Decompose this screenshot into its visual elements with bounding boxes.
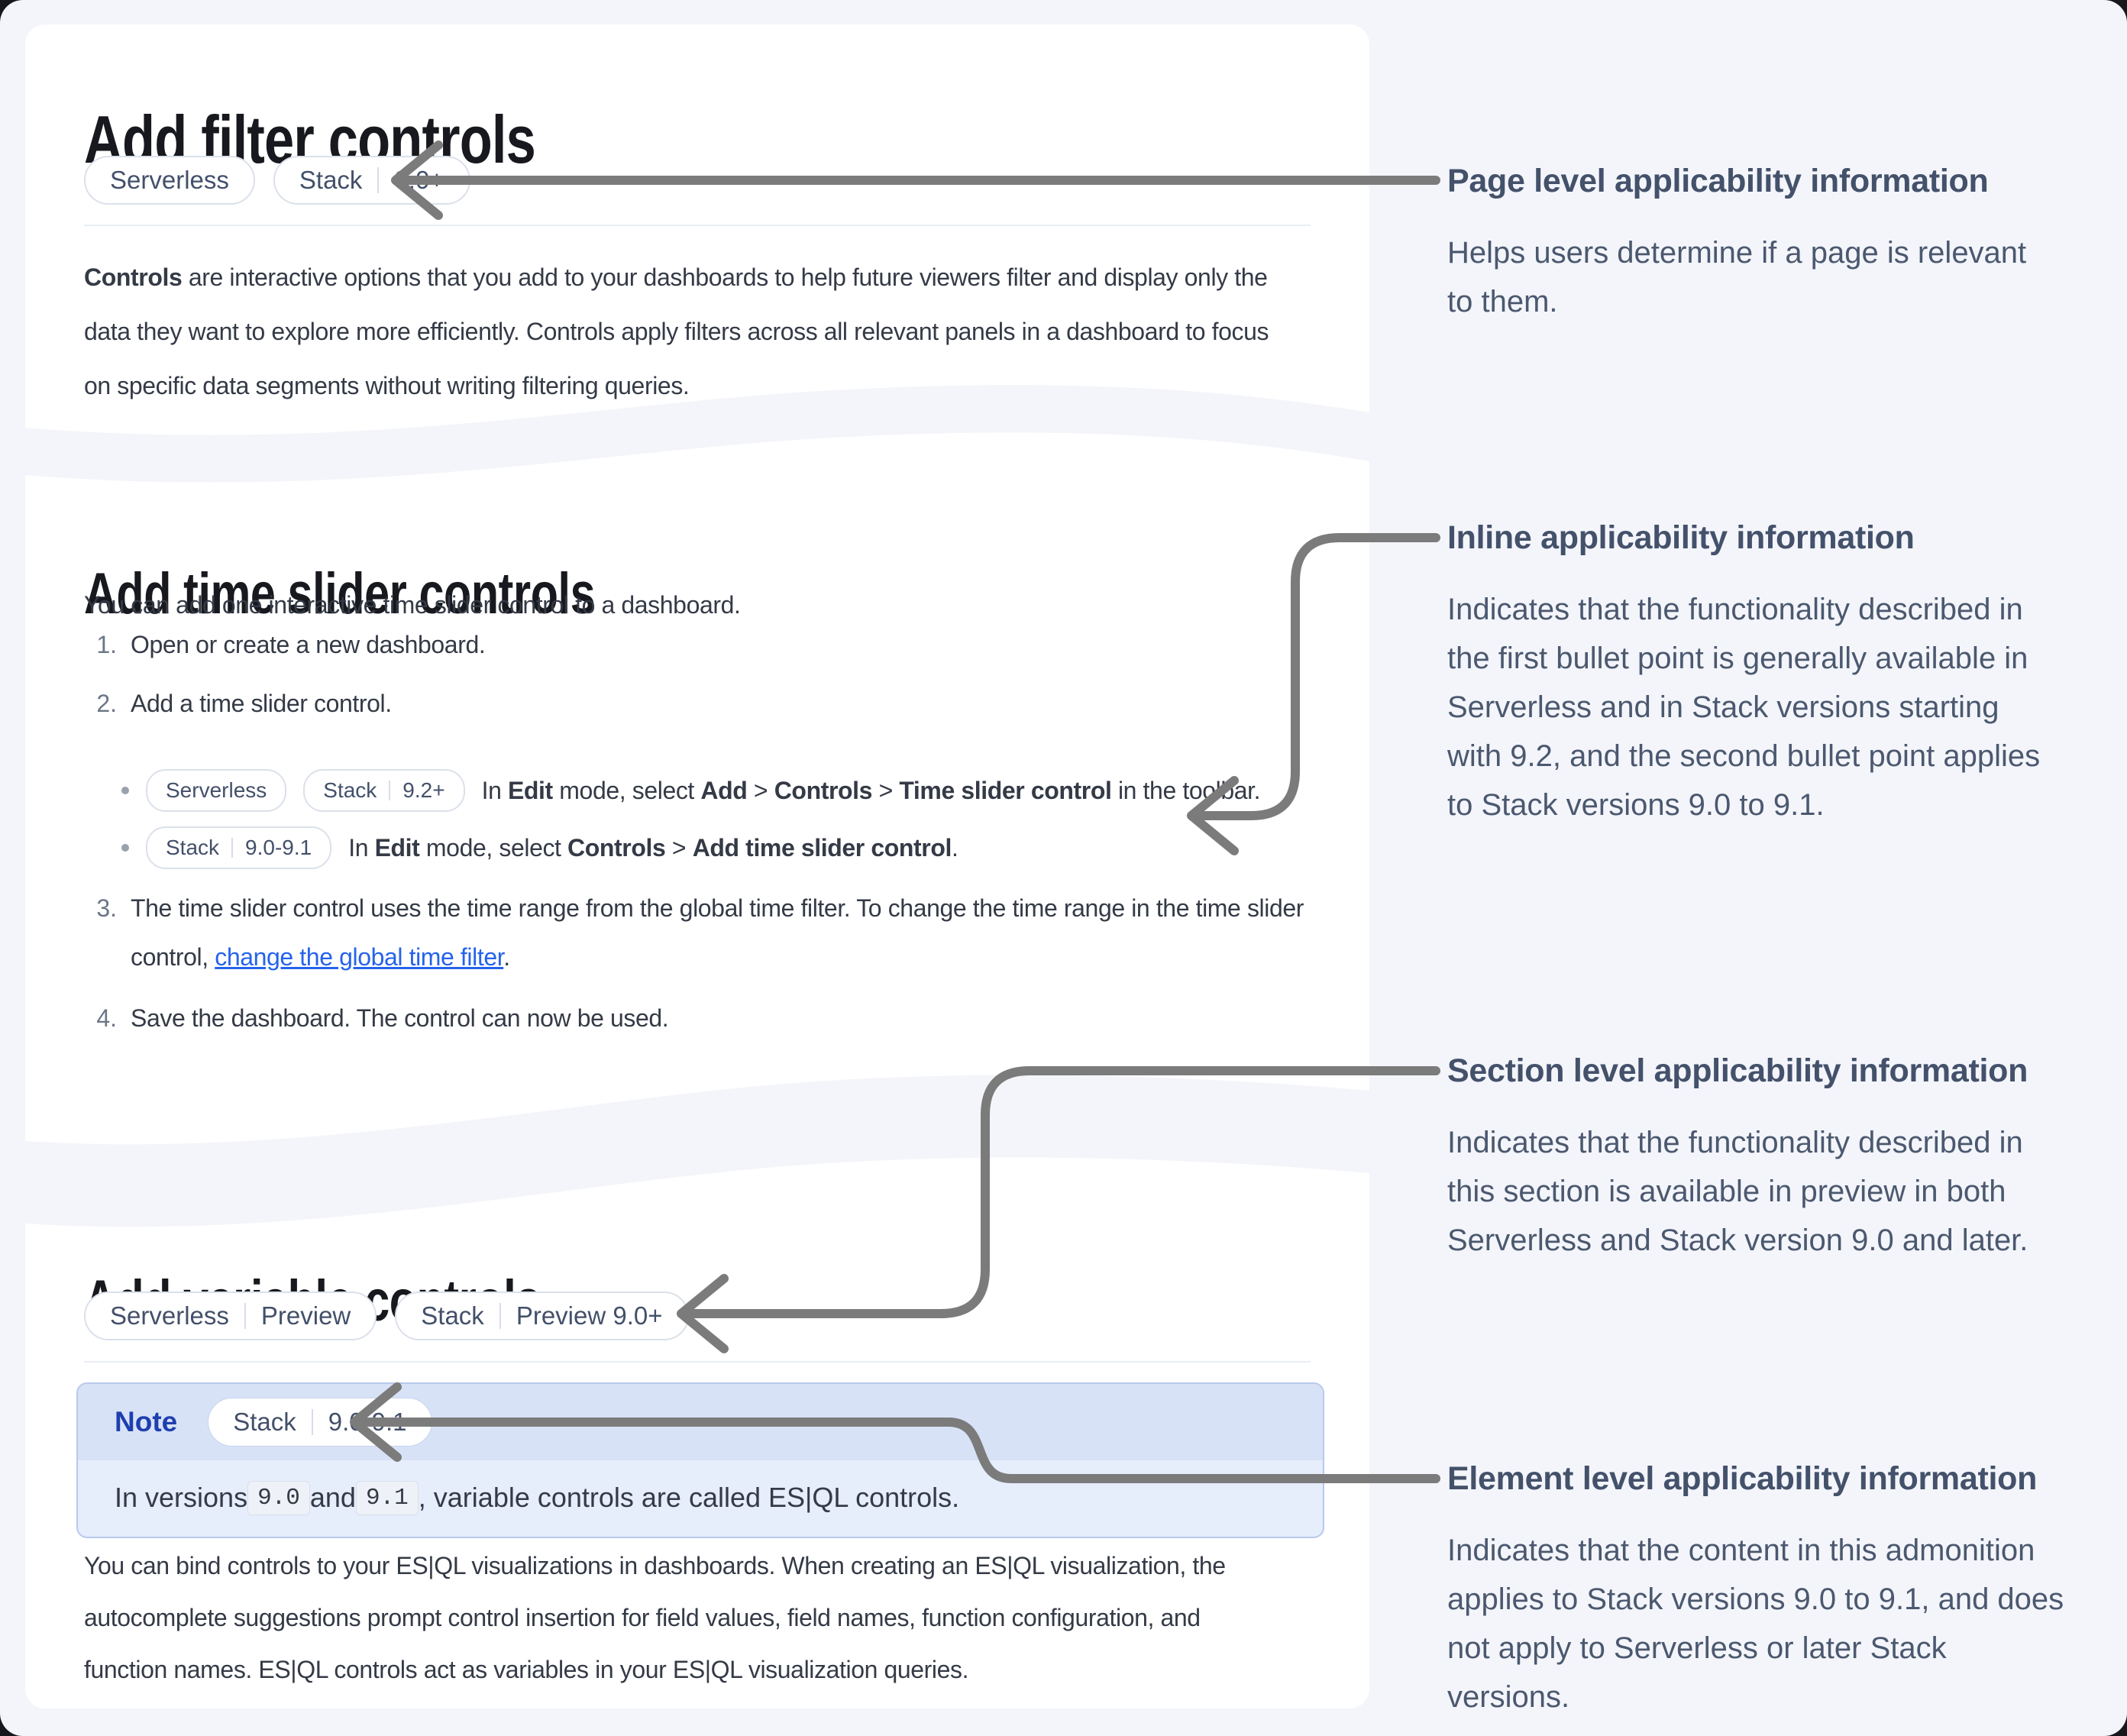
step-text: Open or create a new dashboard.: [131, 631, 486, 658]
badge-serverless[interactable]: Serverless: [146, 769, 287, 812]
annotation-section-level: Section level applicability information …: [1447, 1051, 2119, 1265]
step-marker: 3.: [96, 894, 117, 922]
badge-stack-version[interactable]: Stack 9.2+: [303, 769, 465, 812]
badge-segment: Stack: [233, 1408, 296, 1436]
step-text-line: control, change the global time filter.: [131, 943, 510, 971]
badge-segment: 9.0-9.1: [328, 1408, 407, 1436]
annotation-body-line: to them.: [1447, 285, 1558, 318]
note-badge-stack-version[interactable]: Stack 9.0-9.1: [208, 1398, 432, 1447]
badge-serverless[interactable]: Serverless: [84, 156, 255, 205]
annotation-body-line: not apply to Serverless or later Stack: [1447, 1631, 1947, 1665]
paragraph-line: autocomplete suggestions prompt control …: [84, 1604, 1201, 1631]
closing-paragraph: You can bind controls to your ES|QL visu…: [84, 1540, 1226, 1696]
inline-code: 9.1: [355, 1480, 419, 1515]
annotation-title: Section level applicability information: [1447, 1052, 2028, 1089]
ordered-step-4: 4. Save the dashboard. The control can n…: [80, 991, 668, 1046]
badge-segment: Stack: [299, 166, 363, 194]
badge-segment: Serverless: [166, 778, 267, 802]
badge-stack-version[interactable]: Stack 9.0+: [273, 156, 470, 205]
section-title-time-slider: Add time slider controls: [84, 561, 596, 627]
annotation-title: Element level applicability information: [1447, 1460, 2038, 1497]
step-text: Save the dashboard. The control can now …: [131, 1004, 669, 1032]
note-label: Note: [115, 1406, 178, 1437]
badge-divider: [231, 838, 234, 858]
annotation-body-line: applies to Stack versions 9.0 to 9.1, an…: [1447, 1582, 2064, 1616]
badge-segment: Stack: [421, 1301, 484, 1330]
badge-divider: [311, 1409, 313, 1435]
step-marker: 4.: [96, 1004, 117, 1032]
badge-segment: Stack: [323, 778, 377, 802]
intro-paragraph: Controls are interactive options that yo…: [84, 251, 1269, 413]
note-header: Note Stack 9.0-9.1: [78, 1384, 1323, 1460]
inline-code: 9.0: [247, 1480, 310, 1515]
bullet-text: In Edit mode, select Add > Controls > Ti…: [481, 776, 1261, 804]
annotation-body-line: Helps users determine if a page is relev…: [1447, 236, 2027, 270]
step-marker: 2.: [96, 690, 117, 717]
badge-divider: [499, 1303, 501, 1329]
badge-segment: Stack: [166, 836, 220, 859]
badge-segment: 9.0-9.1: [245, 836, 312, 859]
section-divider: [84, 1361, 1311, 1363]
badge-segment: Preview 9.0+: [516, 1301, 663, 1330]
badge-stack-preview-version[interactable]: Stack Preview 9.0+: [395, 1291, 689, 1340]
section-intro: You can add one interactive time slider …: [84, 591, 741, 619]
section-divider: [84, 225, 1311, 226]
badge-segment: Serverless: [110, 1301, 229, 1330]
paragraph-line: function names. ES|QL controls act as va…: [84, 1656, 969, 1683]
annotation-body-line: with 9.2, and the second bullet point ap…: [1447, 739, 2041, 773]
step-text: Add a time slider control.: [131, 690, 392, 717]
badge-segment: Serverless: [110, 166, 229, 194]
paragraph-line: Controls are interactive options that yo…: [84, 263, 1268, 291]
annotation-title: Inline applicability information: [1447, 519, 1915, 556]
bullet-dot: [121, 844, 129, 852]
bullet-item-1: Serverless Stack 9.2+ In Edit mode, selec…: [121, 769, 1261, 812]
annotation-body: Indicates that the functionality describ…: [1447, 1118, 2119, 1265]
annotation-body-line: Indicates that the functionality describ…: [1447, 1126, 2023, 1159]
ordered-step-3: 3. The time slider control uses the time…: [80, 884, 1304, 981]
annotation-inline-level: Inline applicability information Indicat…: [1447, 518, 2119, 829]
section-add-time-slider-controls: Add time slider controls You can add one…: [25, 432, 1369, 1149]
annotation-body-line: to Stack versions 9.0 to 9.1.: [1447, 788, 1825, 822]
badge-divider: [244, 1303, 246, 1329]
section-add-variable-controls: Add variable controls ServerlessPreview …: [25, 1149, 1369, 1709]
step-marker: 1.: [96, 631, 117, 658]
bullet-text: In Edit mode, select Controls > Add time…: [348, 833, 958, 862]
annotation-element-level: Element level applicability information …: [1447, 1459, 2119, 1721]
annotation-body-line: versions.: [1447, 1680, 1570, 1714]
annotation-body-line: Indicates that the functionality describ…: [1447, 593, 2023, 626]
ordered-step-2: 2. Add a time slider control.: [80, 677, 392, 731]
bullet-item-2: Stack 9.0-9.1 In Edit mode, select Contro…: [121, 826, 958, 869]
bullet-dot: [121, 787, 129, 794]
badge-serverless-preview[interactable]: Serverless Preview: [84, 1291, 377, 1340]
annotation-body-line: Indicates that the content in this admon…: [1447, 1534, 2035, 1567]
note-body: In versions 9.0 and 9.1, variable contro…: [78, 1460, 1323, 1535]
page-applicability-badges: Serverless Stack 9.0+: [84, 156, 470, 205]
annotation-body-line: this section is available in preview in …: [1447, 1175, 2006, 1208]
badge-divider: [377, 167, 380, 193]
annotation-title: Page level applicability information: [1447, 163, 1989, 199]
badge-divider: [389, 781, 391, 800]
badge-segment: Preview: [260, 1301, 351, 1330]
annotation-body-line: the first bullet point is generally avai…: [1447, 642, 2028, 675]
annotation-body-line: Serverless and in Stack versions startin…: [1447, 690, 1999, 724]
paragraph-line: You can bind controls to your ES|QL visu…: [84, 1552, 1226, 1579]
annotation-body: Helps users determine if a page is relev…: [1447, 228, 2119, 326]
annotation-page-level: Page level applicability information Hel…: [1447, 161, 2119, 326]
note-admonition: Note Stack 9.0-9.1 In versions 9.0 and 9.…: [76, 1382, 1324, 1538]
badge-segment: 9.0+: [394, 166, 444, 194]
step-text-line: The time slider control uses the time ra…: [131, 894, 1304, 922]
global-time-filter-link[interactable]: change the global time filter: [215, 943, 504, 971]
annotation-body: Indicates that the content in this admon…: [1447, 1526, 2119, 1721]
section-applicability-badges: Serverless Preview Stack Preview 9.0+: [84, 1291, 689, 1340]
paragraph-line: data they want to explore more efficient…: [84, 318, 1269, 345]
annotation-body-line: Serverless and Stack version 9.0 and lat…: [1447, 1224, 2028, 1257]
annotation-body: Indicates that the functionality describ…: [1447, 585, 2119, 829]
ordered-step-1: 1. Open or create a new dashboard.: [80, 618, 485, 672]
badge-segment: 9.2+: [402, 778, 445, 802]
badge-stack-version[interactable]: Stack 9.0-9.1: [146, 826, 332, 869]
paragraph-line: on specific data segments without writin…: [84, 372, 690, 399]
